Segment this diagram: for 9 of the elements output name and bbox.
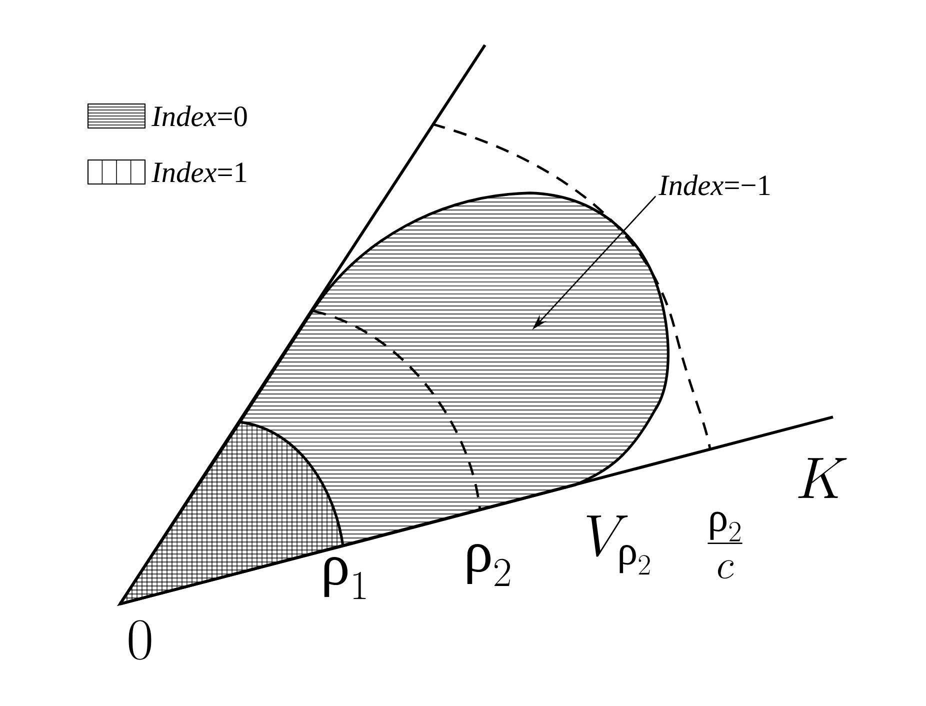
- axis-label: $\text{ρ}_1$: [324, 556, 366, 600]
- origin-label: $0$: [128, 620, 152, 660]
- cone-label: $K$: [798, 458, 847, 498]
- axis-label: $\frac{\text{ρ}_2}{c}$: [708, 512, 742, 579]
- axis-label: $V_{\text{ρ}_2}$: [586, 515, 650, 575]
- index-label: Index=−1: [658, 174, 770, 196]
- axis-label: $\text{ρ}_2$: [467, 544, 510, 586]
- legend-label: Index=0: [152, 106, 247, 126]
- legend-label: Index=1: [152, 162, 246, 182]
